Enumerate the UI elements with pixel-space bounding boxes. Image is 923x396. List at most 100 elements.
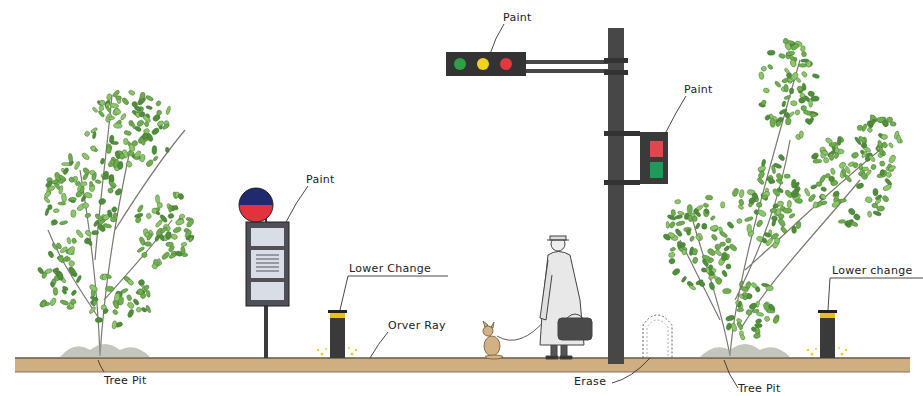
leaf [39, 299, 48, 309]
leaf [725, 314, 735, 321]
leaf [852, 162, 859, 169]
leaf [740, 334, 746, 341]
leaf [890, 121, 897, 127]
leaf [139, 111, 146, 118]
leaf [99, 105, 104, 111]
leaf [867, 127, 874, 133]
leaf [881, 119, 889, 128]
leaf [739, 280, 745, 287]
leaf [692, 216, 697, 221]
leaf [94, 213, 103, 222]
leaf [146, 290, 151, 297]
leaf [145, 95, 154, 102]
leaf [751, 192, 759, 200]
leaf [70, 298, 77, 305]
leaf [844, 219, 854, 226]
leaf [43, 190, 51, 198]
leaf [68, 260, 75, 267]
leaf [784, 95, 791, 100]
leaf [789, 88, 794, 94]
leaf [868, 118, 877, 127]
leaf [726, 221, 734, 229]
leaf [45, 268, 53, 274]
leaf [870, 164, 876, 171]
leaf [737, 308, 744, 312]
leaf [789, 213, 796, 219]
leaf [68, 266, 77, 276]
leaf [820, 193, 827, 200]
leaf [692, 248, 698, 256]
leaf [693, 208, 699, 214]
leaf [820, 186, 827, 192]
leaf [687, 229, 691, 235]
leaf [133, 150, 142, 159]
leaf [757, 170, 765, 179]
leaf [127, 151, 135, 157]
leaf [718, 226, 724, 232]
leaf [61, 288, 67, 295]
leaf [790, 189, 800, 198]
shrub [700, 344, 790, 357]
leaf [159, 226, 168, 234]
leaf [120, 113, 127, 121]
leaf [112, 320, 118, 329]
leaf [102, 308, 109, 315]
leaf [797, 86, 804, 94]
leaf [773, 162, 782, 169]
leaf [84, 130, 91, 137]
leaf [756, 219, 764, 228]
leaf [60, 299, 69, 306]
leaf [108, 175, 115, 183]
leaf [668, 221, 676, 229]
leaf [721, 202, 725, 208]
leaf [856, 182, 865, 189]
leaf [98, 198, 106, 206]
leaf [128, 143, 135, 152]
leaf [758, 72, 764, 80]
leaf [897, 135, 901, 144]
foliage [37, 38, 904, 341]
leaf [145, 305, 151, 314]
leaf [761, 190, 771, 199]
leaf [53, 287, 58, 295]
leaf [812, 201, 818, 209]
leaf [753, 333, 761, 339]
leaf [90, 296, 99, 302]
leaf [51, 219, 58, 226]
leaf [783, 208, 792, 213]
leaf [58, 256, 65, 262]
leaf [821, 149, 829, 156]
leaf [801, 71, 808, 78]
leaf [95, 317, 103, 323]
leaf [711, 233, 719, 241]
leaf [71, 210, 76, 218]
board-panel [251, 250, 284, 278]
leaf [126, 278, 134, 286]
leaf [110, 217, 116, 223]
leaf [128, 89, 136, 96]
leaf [847, 207, 856, 216]
leaf [721, 252, 727, 261]
leaf [107, 187, 113, 193]
leaf [731, 188, 739, 198]
leaf [756, 202, 762, 207]
leaf [84, 229, 92, 237]
leaf [726, 264, 732, 270]
traffic-light [446, 52, 526, 76]
leaf [93, 220, 99, 228]
leaf [764, 316, 770, 322]
leaf [59, 220, 68, 225]
leaf [68, 176, 75, 183]
leaf [671, 267, 681, 276]
man [540, 236, 592, 359]
leaf [785, 118, 791, 125]
leaf [71, 289, 78, 296]
leaf [692, 257, 699, 265]
leaf [818, 193, 826, 201]
leaf [92, 230, 99, 235]
leaf [146, 213, 152, 220]
leaf [757, 209, 767, 218]
erased-object [643, 315, 672, 358]
leaf [831, 200, 841, 209]
